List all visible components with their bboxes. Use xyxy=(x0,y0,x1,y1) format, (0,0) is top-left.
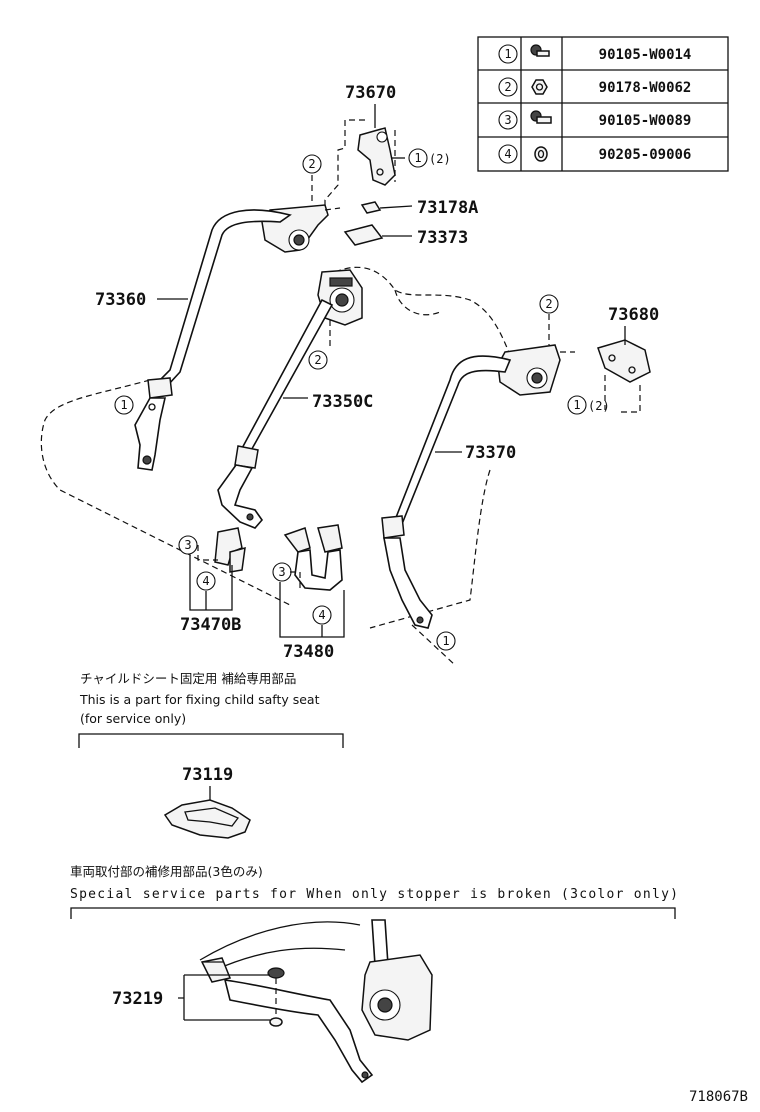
callout-73373: 73373 xyxy=(417,228,468,248)
bolt-icon xyxy=(530,110,552,124)
callout-73119: 73119 xyxy=(182,765,233,785)
part-number: 90205-09006 xyxy=(599,147,692,163)
callout-73360: 73360 xyxy=(95,290,146,310)
note-bracket xyxy=(78,733,344,748)
part-73178a-spacer xyxy=(360,201,413,214)
ref-circle-2 xyxy=(302,154,322,174)
callout-73178a: 73178A xyxy=(417,198,478,218)
callout-73680: 73680 xyxy=(608,305,659,325)
ref-number: 3 xyxy=(278,565,285,579)
part-73480-buckle: 3 4 xyxy=(272,524,345,638)
callout-73370: 73370 xyxy=(465,443,516,463)
ref-number: 1 xyxy=(120,398,127,412)
ref-number: 4 xyxy=(504,147,511,161)
ref-circle xyxy=(498,144,518,164)
ref-circle-4 xyxy=(312,605,332,625)
ref-circle xyxy=(498,44,518,64)
table-row: 4 90205-09006 xyxy=(498,144,692,164)
ref-number: 1 xyxy=(573,398,580,412)
child-seat-note-en: This is a part for fixing child safty se… xyxy=(79,692,320,707)
ref-circle-1 xyxy=(436,631,456,651)
part-73670-bracket xyxy=(324,119,405,213)
note-bracket xyxy=(70,907,676,919)
part-73119-guide xyxy=(163,799,251,839)
callout-73470b: 73470B xyxy=(180,615,241,635)
ref-number: 4 xyxy=(318,608,325,622)
table-row: 2 90178-W0062 xyxy=(498,77,692,97)
ref-number: 2 xyxy=(314,353,321,367)
ref-qty: (2) xyxy=(588,399,610,413)
part-73219-stopper-assembly xyxy=(199,919,433,1084)
ref-circle xyxy=(498,110,518,130)
ref-circle-3 xyxy=(178,535,198,555)
part-73470b-buckle: 3 4 xyxy=(178,527,246,611)
seat-outline xyxy=(40,266,511,666)
ref-number: 3 xyxy=(184,538,191,552)
child-seat-note-jp: チャイルドシート固定用 補給専用部品 xyxy=(80,671,296,686)
ref-circle-2 xyxy=(308,350,328,370)
part-number: 90105-W0089 xyxy=(599,113,692,129)
ref-number: 1 xyxy=(442,634,449,648)
ref-circle-1 xyxy=(567,395,587,415)
part-73373-plate xyxy=(343,224,412,246)
washer-icon xyxy=(534,146,548,162)
callout-73219: 73219 xyxy=(112,989,163,1009)
ref-number: 2 xyxy=(504,80,511,94)
bolt-icon xyxy=(530,44,550,57)
callout-73480: 73480 xyxy=(283,642,334,662)
part-number: 90178-W0062 xyxy=(599,80,692,96)
ref-qty: (2) xyxy=(429,152,451,166)
repair-note-jp: 車両取付部の補修用部品(3色のみ) xyxy=(70,864,263,879)
part-73370-belt: 2 xyxy=(381,294,575,629)
ref-circle-1 xyxy=(114,395,134,415)
ref-number: 2 xyxy=(545,297,552,311)
callout-73670: 73670 xyxy=(345,83,396,103)
ref-circle xyxy=(498,77,518,97)
ref-number: 4 xyxy=(202,574,209,588)
ref-number: 3 xyxy=(504,113,511,127)
service-only-note: (for service only) xyxy=(80,711,186,726)
ref-number: 1 xyxy=(414,151,421,165)
repair-note-en: Special service parts for When only stop… xyxy=(70,887,678,902)
ref-number: 1 xyxy=(504,47,511,61)
callout-bracket xyxy=(178,974,270,1021)
callout-73350c: 73350C xyxy=(312,392,373,412)
part-number: 90105-W0014 xyxy=(599,47,692,63)
table-row: 3 90105-W0089 xyxy=(498,110,692,130)
part-73360-belt: 2 xyxy=(134,154,341,471)
ref-circle-4 xyxy=(196,571,216,591)
part-73350c-belt: 2 xyxy=(217,269,363,529)
nut-icon xyxy=(531,79,548,95)
ref-circle-2 xyxy=(539,294,559,314)
table-row: 1 90105-W0014 xyxy=(498,44,692,64)
ref-number: 2 xyxy=(308,157,315,171)
diagram-code: 718067B xyxy=(689,1089,748,1105)
ref-circle-1 xyxy=(408,148,428,168)
fastener-table: 1 90105-W0014 2 90178-W0062 3 90105-W008… xyxy=(477,36,729,172)
